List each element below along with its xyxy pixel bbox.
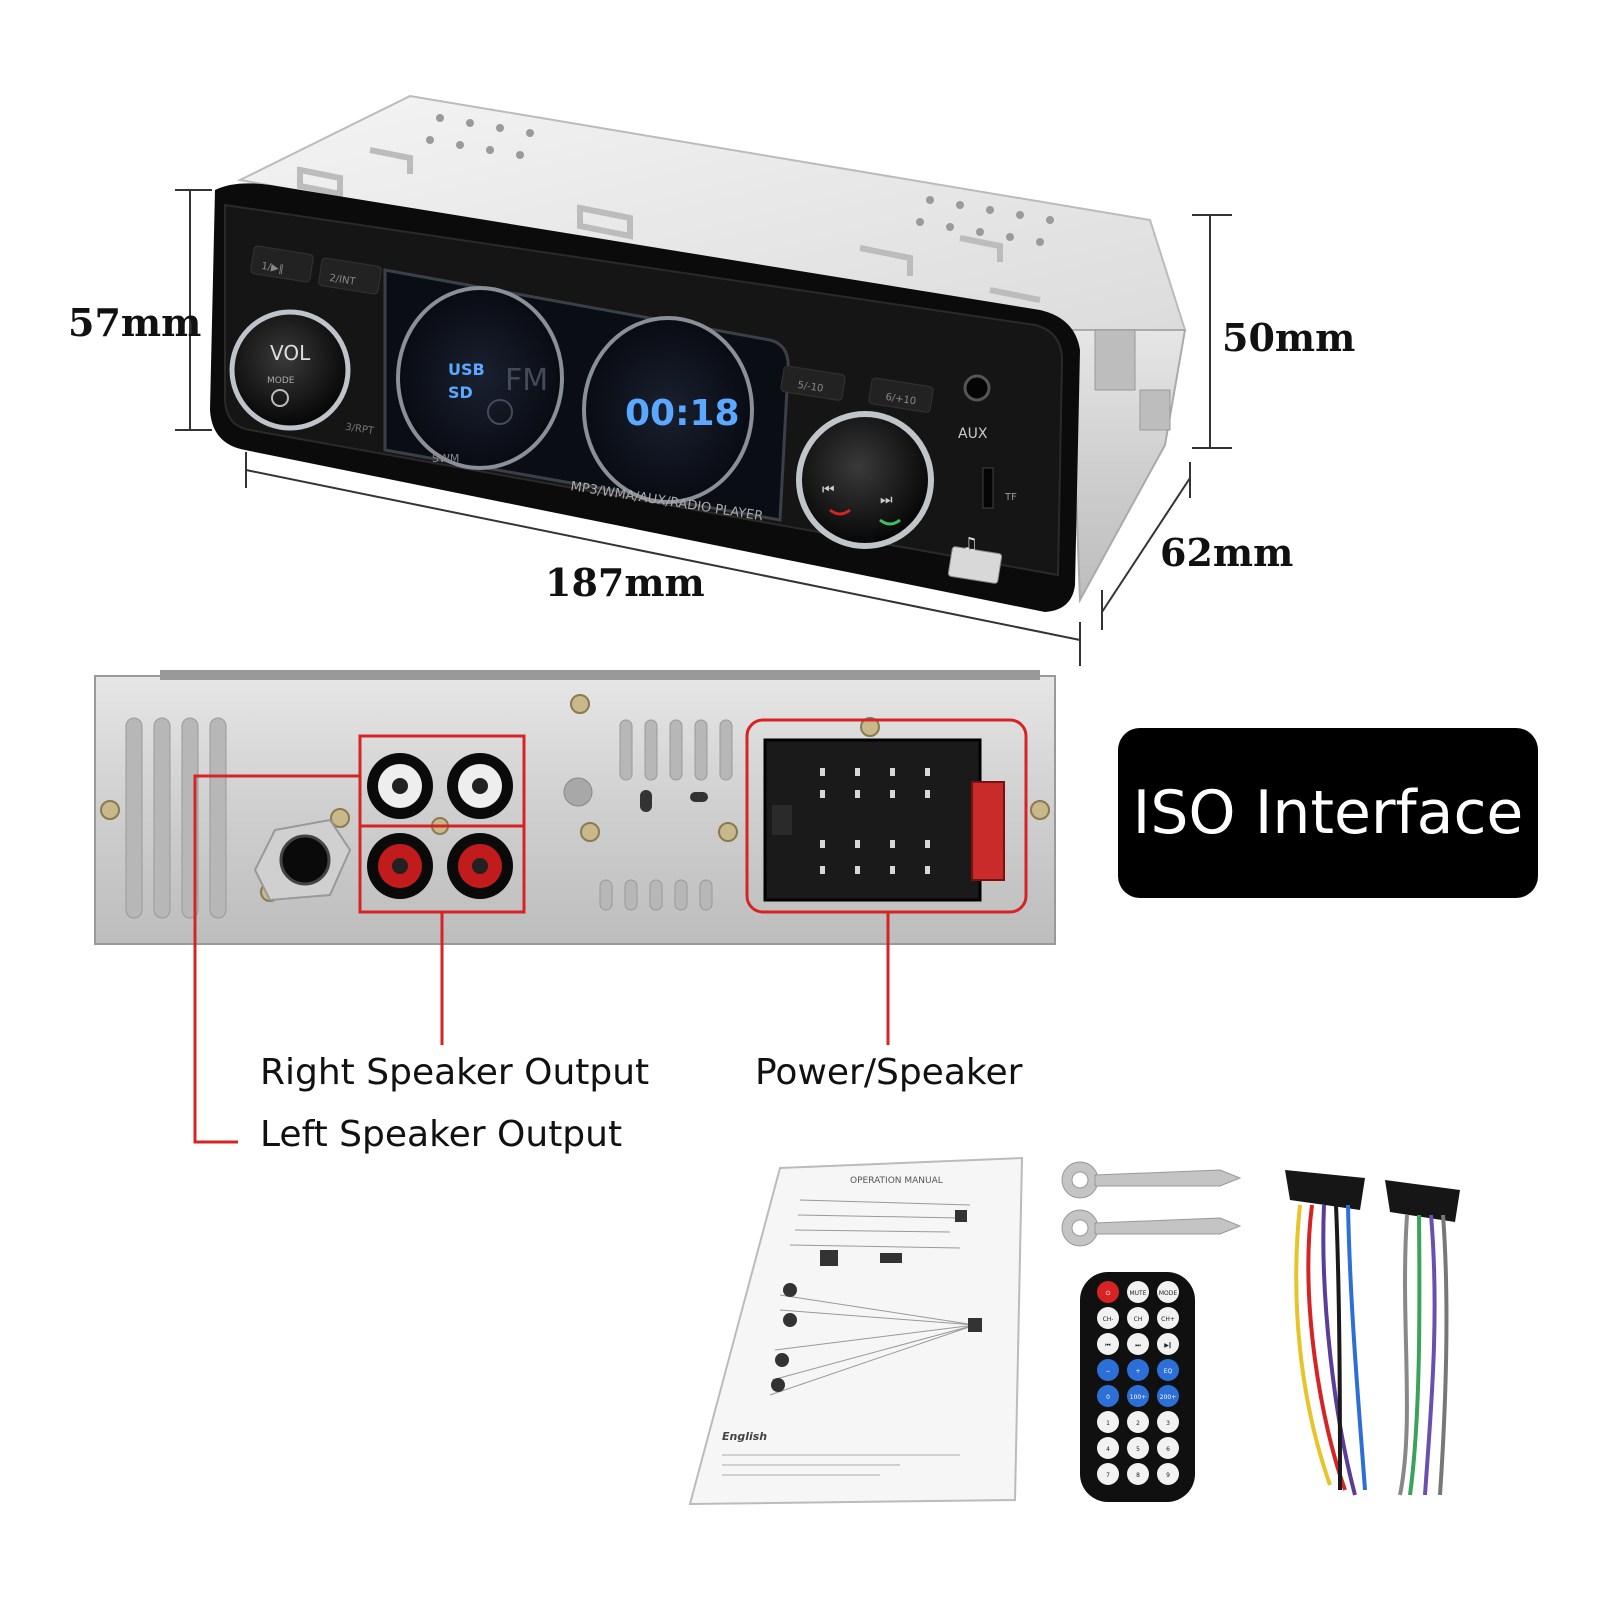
remote-button [1127,1307,1149,1329]
aux-jack [963,374,991,402]
sd-indicator: SD [448,383,473,402]
right-speaker-label: Right Speaker Output [260,1052,650,1093]
remote-button-label: 3 [1166,1420,1170,1427]
remote-button [1097,1463,1119,1485]
remote-button-label: 2 [1136,1420,1140,1427]
dim-height-front: 57mm [68,300,202,345]
remote-button-label: 4 [1106,1446,1110,1453]
removal-keys [1061,1161,1242,1247]
remote-button [1097,1437,1119,1459]
dim-width: 187mm [545,560,705,605]
iso-interface-badge: ISO Interface [1118,728,1538,898]
prev-icon: ⏮ [822,482,835,498]
remote-button [1157,1411,1179,1433]
remote-button-label: 100+ [1130,1394,1146,1401]
highlight-boxes [193,718,1028,1144]
music-note-icon: ♫ [962,534,978,555]
fuse [971,781,1005,881]
usb-indicator: USB [448,360,485,379]
remote-button-label: MUTE [1129,1290,1146,1297]
remote-button-label: ⏮ [1105,1342,1111,1349]
remote-button [1127,1437,1149,1459]
remote-button-label: ▶‖ [1164,1342,1172,1349]
remote-button [1097,1385,1119,1407]
remote-button-label: + [1135,1368,1140,1375]
head-unit-front: VOL MODE 1/▶‖ 2/INT 3/RPT USB SD FM 00:1… [175,94,1232,666]
remote-button-label: 9 [1166,1472,1170,1479]
remote-button [1127,1463,1149,1485]
remote-button [1097,1411,1119,1433]
remote-button [1097,1281,1119,1303]
remote-button [1157,1463,1179,1485]
knob-vol-label: VOL [270,341,311,365]
remote-button-label: EQ [1164,1368,1173,1375]
next-icon: ⏭ [880,492,893,508]
remote-button [1127,1411,1149,1433]
remote-button-label: 1 [1106,1420,1110,1427]
remote-button-label: CH [1134,1316,1143,1323]
time-display: 00:18 [625,393,740,434]
aux-label: AUX [958,426,988,442]
manual-title: OPERATION MANUAL [850,1176,943,1186]
power-speaker-label: Power/Speaker [755,1052,1023,1093]
remote-button-label: 6 [1166,1446,1170,1453]
remote-button-label: 7 [1106,1472,1110,1479]
iso-connector [763,738,1005,902]
remote-button-label: CH- [1103,1316,1114,1323]
rear-panel [94,670,1056,1144]
dim-depth: 62mm [1160,530,1294,575]
remote-control: ⏻ MUTE MODE CH- CH CH+ ⏮ ⏭ ▶‖ − + EQ 0 100+ 200+ 1 2 3 4 5 6… [1080,1272,1195,1502]
remote-button [1097,1307,1119,1329]
fm-indicator: FM [505,363,548,398]
remote-button-label: ⏭ [1135,1342,1141,1349]
power-icon [271,389,289,407]
remote-button-label: 200+ [1160,1394,1176,1401]
svg-text:2/INT: 2/INT [329,273,358,288]
remote-button-label: 0 [1106,1394,1110,1401]
remote-button [1097,1333,1119,1355]
left-speaker-label: Left Speaker Output [260,1114,623,1155]
remote-button-label: − [1105,1368,1110,1375]
manual-english-heading: English [722,1430,767,1443]
remote-button [1157,1385,1179,1407]
svg-text:1/▶‖: 1/▶‖ [261,261,285,275]
remote-button [1157,1281,1179,1303]
remote-button [1097,1359,1119,1381]
usb-port [947,546,1003,584]
remote-button [1127,1333,1149,1355]
remote-button-label: ⏻ [1106,1290,1111,1297]
rca-jacks [367,753,513,899]
remote-button [1127,1359,1149,1381]
remote-button-label: 5 [1136,1446,1140,1453]
knob-mode-label: MODE [267,376,295,386]
dimension-lines [175,189,1232,666]
btn-5-label: 5/-10 [797,380,824,395]
remote-button [1157,1359,1179,1381]
remote-button-label: 8 [1136,1472,1140,1479]
remote-button-label: CH+ [1161,1316,1175,1323]
iso-interface-label: ISO Interface [1132,778,1524,848]
svg-text:3/RPT: 3/RPT [344,422,375,438]
tf-label: TF [1004,492,1017,503]
wire-harness [1285,1170,1460,1496]
dim-height-side: 50mm [1222,315,1356,360]
operation-manual: OPERATION MANUAL English [688,1156,1024,1506]
swm-label: SWM [432,452,459,465]
btn-6-label: 6/+10 [885,392,917,408]
remote-button [1157,1437,1179,1459]
remote-button [1127,1385,1149,1407]
remote-button [1157,1307,1179,1329]
remote-button [1127,1281,1149,1303]
remote-button-label: MODE [1159,1290,1178,1297]
remote-button [1157,1333,1179,1355]
antenna-socket [279,834,331,886]
